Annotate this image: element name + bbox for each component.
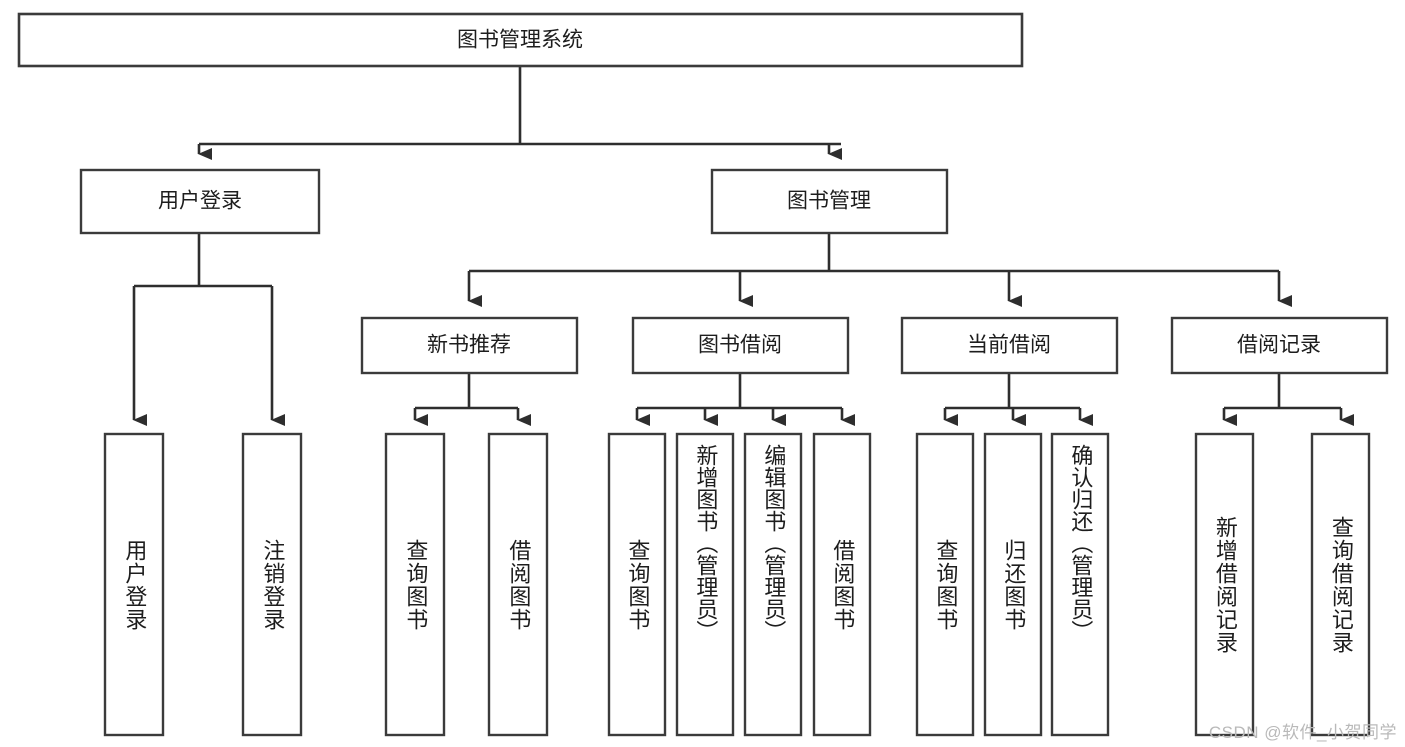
node-leaf-12-label: 新增借阅记录 — [1212, 515, 1238, 654]
node-borrow-label: 图书借阅 — [698, 334, 782, 357]
node-bookmgmt-label: 图书管理 — [787, 190, 871, 213]
node-current-box[interactable] — [900, 316, 1119, 375]
node-leaf-10-label: 归还图书 — [1001, 538, 1027, 631]
leaf-box-layer — [103, 432, 1371, 737]
leaf-label-layer: 用户登录 注销登录 查询图书 借阅图书 查询图书 — [122, 444, 1354, 654]
node-leaf-13-box[interactable] — [1310, 432, 1371, 737]
node-login[interactable]: 用户登录 — [79, 168, 321, 235]
node-root-box[interactable] — [17, 12, 1024, 68]
node-bookmgmt-box[interactable] — [710, 168, 949, 235]
node-leaf-12-box[interactable] — [1194, 432, 1255, 737]
node-leaf-1-label: 用户登录 — [122, 538, 148, 631]
connector-layer — [132, 66, 1354, 426]
node-leaf-1-box[interactable] — [103, 432, 165, 737]
node-leaf-5-label: 查询图书 — [625, 538, 651, 631]
node-records-box[interactable] — [1170, 316, 1389, 375]
node-root[interactable]: 图书管理系统 — [17, 12, 1024, 68]
node-login-box[interactable] — [79, 168, 321, 235]
node-leaf-4-label: 借阅图书 — [506, 538, 532, 631]
node-bookmgmt[interactable]: 图书管理 — [710, 168, 949, 235]
node-current-label: 当前借阅 — [967, 334, 1051, 357]
node-borrow[interactable]: 图书借阅 — [631, 316, 850, 375]
node-leaf-11-label: 确认归还（管理员） — [1068, 444, 1094, 642]
node-leaf-7-label: 编辑图书（管理员） — [761, 444, 787, 642]
node-leaf-6-box[interactable] — [675, 432, 735, 737]
node-leaf-7-box[interactable] — [743, 432, 803, 737]
node-current[interactable]: 当前借阅 — [900, 316, 1119, 375]
node-records-label: 借阅记录 — [1237, 334, 1321, 357]
node-leaf-3-box[interactable] — [384, 432, 446, 737]
node-leaf-5-box[interactable] — [607, 432, 667, 737]
node-leaf-8-box[interactable] — [812, 432, 872, 737]
node-leaf-2-box[interactable] — [241, 432, 303, 737]
node-root-label: 图书管理系统 — [457, 29, 583, 52]
node-leaf-4-box[interactable] — [487, 432, 549, 737]
node-leaf-2-label: 注销登录 — [260, 538, 286, 631]
node-leaf-9-label: 查询图书 — [933, 538, 959, 631]
node-leaf-11-box[interactable] — [1050, 432, 1110, 737]
node-borrow-box[interactable] — [631, 316, 850, 375]
node-leaf-9-box[interactable] — [915, 432, 975, 737]
node-login-label: 用户登录 — [158, 190, 242, 213]
node-records[interactable]: 借阅记录 — [1170, 316, 1389, 375]
node-leaf-8-label: 借阅图书 — [830, 538, 856, 631]
node-leaf-6-label: 新增图书（管理员） — [693, 444, 719, 642]
node-leaf-13-label: 查询借阅记录 — [1328, 515, 1354, 654]
node-leaf-3-label: 查询图书 — [403, 538, 429, 631]
node-newbook-label: 新书推荐 — [427, 334, 511, 357]
node-newbook-box[interactable] — [360, 316, 579, 375]
node-newbook[interactable]: 新书推荐 — [360, 316, 579, 375]
node-leaf-10-box[interactable] — [983, 432, 1043, 737]
